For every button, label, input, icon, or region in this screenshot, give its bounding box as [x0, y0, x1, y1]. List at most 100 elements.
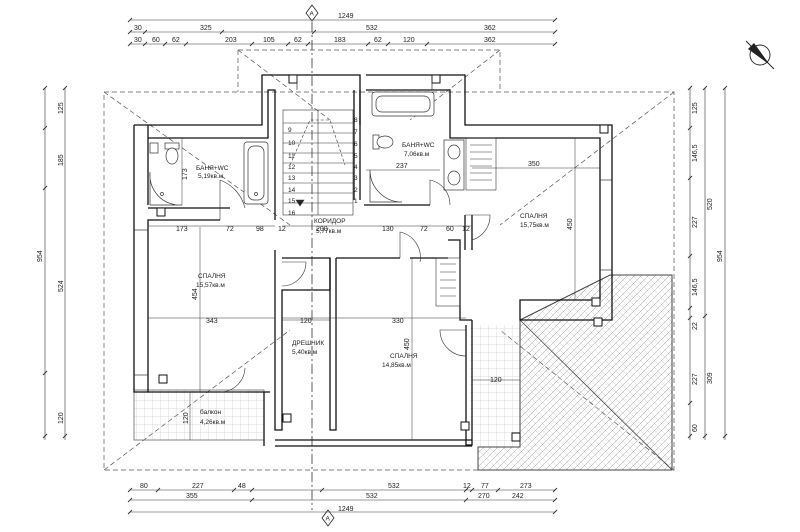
dim-450b: 450: [404, 338, 411, 350]
dim-right-0: 125: [692, 102, 699, 114]
stair-left-0: 9: [288, 127, 292, 134]
dim-bot-r1-3: 532: [388, 483, 400, 490]
dim-right-chain: 125 146,5 227 146,5 22 227 60 520 309 95…: [692, 102, 724, 432]
dim-top-r2-3: 203: [225, 37, 237, 44]
room-bath2-area: 7,06кв.м: [404, 151, 430, 158]
dim-bot-r1-1: 227: [192, 483, 204, 490]
section-label-bottom: A: [326, 516, 331, 523]
dim-right-total: 954: [717, 250, 724, 262]
dim-top-r1-0: 30: [134, 25, 142, 32]
dim-173a: 173: [182, 168, 189, 180]
shower-right: [369, 169, 403, 203]
dim-right-r2-0: 520: [707, 198, 714, 210]
stair-left-5: 14: [288, 187, 296, 194]
dim-bot-r2-2: 270: [478, 493, 490, 500]
dim-237: 237: [396, 163, 408, 170]
dimension-lines: [44, 19, 726, 513]
stair-left-7: 16: [288, 210, 296, 217]
section-marker-bottom: A: [321, 509, 335, 527]
dim-12b: 12: [462, 226, 470, 233]
dim-200: 200: [316, 226, 328, 233]
door-swings: [219, 179, 491, 393]
room-closet-name: ДРЕШНИК: [292, 340, 324, 347]
dim-top-total: 1249: [338, 13, 354, 20]
room-corridor-area: 5,77кв.м: [316, 228, 342, 235]
stair-left-3: 12: [288, 164, 296, 171]
north-arrow-icon: [745, 40, 775, 70]
stair-right-0: 8: [354, 117, 358, 124]
dim-bot-r2-0: 355: [186, 493, 198, 500]
dim-top-r2-2: 62: [172, 37, 180, 44]
stair-right-3: 5: [354, 153, 358, 160]
stair-left-1: 10: [288, 140, 296, 147]
dim-right-6: 60: [692, 424, 699, 432]
dim-right-4: 22: [692, 322, 699, 330]
room-corridor-name: КОРИДОР: [314, 218, 346, 225]
dim-right-3: 146,5: [692, 278, 699, 296]
dim-top-r2-8: 120: [403, 37, 415, 44]
dim-72a: 72: [226, 226, 234, 233]
dim-bot-total: 1249: [338, 506, 354, 513]
dim-left-3: 120: [58, 412, 65, 424]
dim-bot-r1-6: 273: [520, 483, 532, 490]
room-balcony-name: балкон: [200, 408, 222, 416]
room-balcony-area: 4,26кв.м: [200, 419, 226, 426]
stair-numbers: 9 10 11 12 13 14 15 16 8 7 6 5 4 3 2 1: [288, 117, 358, 217]
bathtub-left: [243, 141, 269, 205]
room-bed2-area: 15,75кв.м: [520, 222, 549, 229]
dim-left-total: 954: [37, 250, 44, 262]
stair-left-2: 11: [288, 153, 295, 160]
stair-right-1: 7: [354, 129, 358, 136]
dim-left-2: 524: [58, 280, 65, 292]
dim-top-r2-1: 60: [152, 37, 160, 44]
dim-343: 343: [206, 318, 218, 325]
dim-right-2: 227: [692, 216, 699, 228]
terrace-floor: [470, 325, 520, 447]
dimension-ticks: [42, 17, 728, 515]
dim-454: 454: [192, 288, 199, 300]
room-bed2-name: СПАЛНЯ: [520, 213, 548, 220]
stair-left-6: 15: [288, 198, 296, 205]
dim-12a: 12: [278, 226, 286, 233]
toilet-right: [372, 134, 394, 150]
dim-98: 98: [256, 226, 264, 233]
inner-dim-texts: 173 173 72 98 12 200 130 72 60 12 350 45…: [176, 161, 574, 424]
dim-top-r2-6: 183: [334, 37, 346, 44]
dim-bot-r1-4: 12: [463, 483, 471, 490]
walls: [133, 74, 613, 447]
dim-right-1: 146,5: [692, 144, 699, 162]
inner-dim-lines: [148, 138, 600, 440]
dim-bot-r1-2: 48: [238, 483, 246, 490]
stair-right-7: 1: [354, 198, 358, 205]
room-bath1-name: БАНЯ+WC: [196, 165, 229, 172]
room-closet-area: 5,40кв.м: [292, 349, 318, 356]
room-labels: БАНЯ+WC 5,19кв.м БАНЯ+WC 7,06кв.м КОРИДО…: [196, 142, 549, 426]
dim-bottom-chain: 80 227 48 532 12 77 273 355 532 270 242 …: [140, 483, 532, 513]
columns: [156, 74, 609, 442]
bathtub-right: [371, 91, 435, 117]
dim-top-r2-9: 362: [484, 37, 496, 44]
dim-top-r1-2: 532: [366, 25, 378, 32]
dim-top-chain: 1249 30 325 532 362 30 60 62 203 105 62 …: [134, 13, 496, 44]
windows: [134, 75, 612, 376]
dim-left-0: 125: [58, 102, 65, 114]
stair-right-2: 6: [354, 141, 358, 148]
shower-left: [149, 171, 183, 206]
dim-top-r2-7: 62: [374, 37, 382, 44]
dim-173b: 173: [176, 226, 188, 233]
dim-right-r2-1: 309: [707, 372, 714, 384]
dim-72b: 72: [420, 226, 428, 233]
dim-top-r1-1: 325: [200, 25, 212, 32]
dim-top-r2-4: 105: [263, 37, 275, 44]
room-bath1-area: 5,19кв.м: [198, 173, 224, 180]
balcony-floor: [133, 389, 265, 441]
stair-left-4: 13: [288, 175, 296, 182]
dim-450a: 450: [567, 218, 574, 230]
stair-right-5: 3: [354, 175, 358, 182]
dim-right-5: 227: [692, 373, 699, 385]
dim-bot-r1-0: 80: [140, 483, 148, 490]
dim-left-chain: 954 125 185 524 120: [37, 102, 65, 424]
room-bed3-name: СПАЛНЯ: [390, 353, 418, 360]
toilet-left: [149, 142, 180, 165]
